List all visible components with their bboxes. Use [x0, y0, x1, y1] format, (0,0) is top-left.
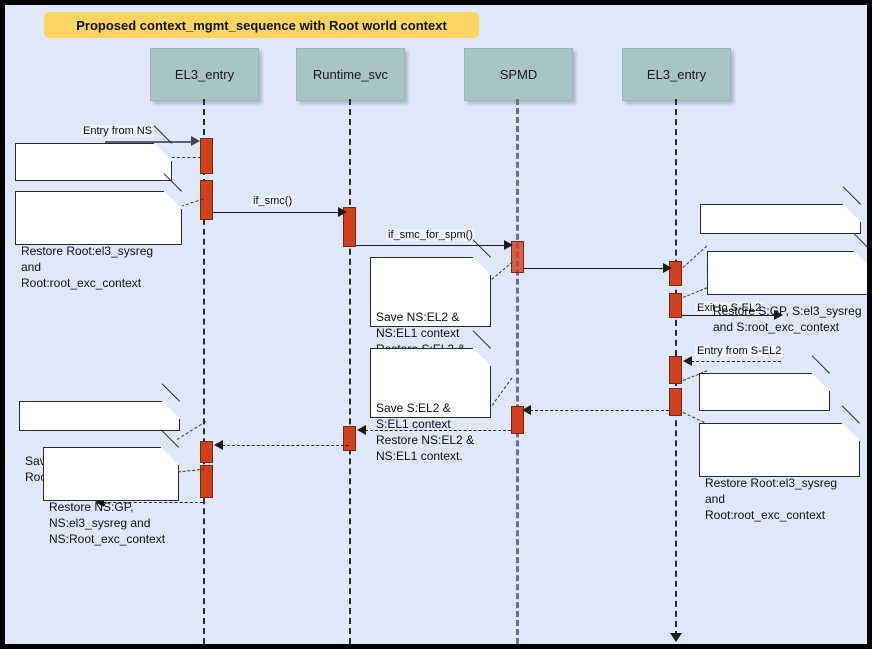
message-if-smc-for-spm-arrow-icon	[504, 240, 513, 250]
message-exit-to-sel2-line	[682, 315, 777, 316]
note-save-root-exc-context-left: Save Root:root_exc_context	[19, 383, 180, 484]
note-fold-line-icon	[472, 239, 491, 258]
note-save-s-gp: Save S:GP and S:root_exc_context	[699, 355, 830, 456]
activation-spmd-2	[511, 406, 524, 434]
note-text: Save S:EL2 & S:EL1 context Restore NS:EL…	[376, 401, 475, 463]
message-spmd-to-el3-line	[524, 268, 667, 269]
message-label-entry-from-sel2: Entry from S-EL2	[695, 345, 784, 357]
participant-el3-entry-right[interactable]: EL3_entry	[622, 48, 731, 101]
note-fold-line-icon	[841, 405, 860, 424]
lifeline-end-arrow-icon	[670, 633, 682, 642]
activation-el3-left-3	[200, 441, 213, 463]
note-fold-icon	[154, 143, 172, 161]
note-fold-line-icon	[842, 186, 861, 205]
note-connector-1	[161, 157, 201, 158]
message-el3-to-spmd-return-arrow-icon	[522, 405, 531, 415]
message-label-exit-to-sel2: Exit to S-EL2	[695, 302, 764, 314]
note-connector-5	[682, 287, 708, 298]
note-fold-icon	[164, 191, 182, 209]
note-restore-root-el3-sysreg-bottom: Restore Root:el3_sysreg and Root:root_ex…	[699, 405, 860, 522]
note-fold-icon	[854, 251, 867, 269]
message-if-smc-arrow-icon	[338, 207, 347, 217]
message-exit-to-sel2-arrow-icon	[774, 310, 783, 320]
note-text: Restore S:GP, S:el3_sysreg and S:root_ex…	[713, 304, 862, 334]
note-fold-line-icon	[811, 355, 830, 374]
note-text: Restore Root:el3_sysreg and Root:root_ex…	[705, 476, 838, 522]
note-restore-s-gp: Restore S:GP, S:el3_sysreg and S:root_ex…	[707, 233, 867, 334]
note-fold-line-icon	[472, 330, 491, 349]
participant-spmd[interactable]: SPMD	[464, 48, 573, 101]
participant-el3-entry-left[interactable]: EL3_entry	[150, 48, 259, 101]
activation-runtime-svc-1	[343, 207, 356, 247]
note-text: Restore Root:el3_sysreg and Root:root_ex…	[21, 244, 154, 290]
note-fold-icon	[473, 348, 491, 366]
message-if-smc-for-spm-line	[356, 245, 507, 246]
note-fold-icon	[842, 423, 860, 441]
note-fold-icon	[843, 204, 861, 222]
activation-el3-right-3	[669, 356, 682, 384]
message-runtime-to-el3-return-line	[222, 445, 349, 446]
message-entry-from-sel2-arrow-icon	[683, 356, 692, 366]
note-text: Restore NS:GP, NS:el3_sysreg and NS:Root…	[49, 500, 166, 546]
note-save-ns-gp: Save NS:GP and NS:Root_exc_context	[15, 125, 172, 226]
note-fold-icon	[812, 373, 830, 391]
message-entry-from-ns-arrow-icon	[191, 136, 200, 146]
lifeline-spmd	[516, 99, 519, 644]
message-if-smc-line	[213, 212, 341, 213]
lifeline-el3-entry-left	[203, 99, 205, 644]
note-fold-icon	[162, 401, 180, 419]
message-entry-from-sel2-line	[691, 361, 781, 362]
message-spmd-to-el3-arrow-icon	[663, 263, 672, 273]
activation-el3-left-4	[200, 465, 213, 498]
activation-el3-right-1	[669, 261, 682, 286]
activation-el3-left-1	[200, 138, 213, 174]
sequence-diagram-canvas: Proposed context_mgmt_sequence with Root…	[5, 5, 867, 644]
note-fold-line-icon	[163, 173, 182, 192]
lifeline-runtime-svc	[349, 99, 351, 644]
participant-runtime-svc[interactable]: Runtime_svc	[296, 48, 405, 101]
message-label-if-smc-for-spm: if_smc_for_spm()	[386, 229, 475, 241]
message-spmd-to-runtime-return-arrow-icon	[357, 425, 366, 435]
activation-el3-right-4	[669, 388, 682, 416]
activation-spmd-1	[511, 241, 524, 273]
note-connector-9	[176, 421, 207, 440]
note-connector-4	[682, 245, 708, 268]
note-restore-ns-gp: Restore NS:GP, NS:el3_sysreg and NS:Root…	[43, 429, 179, 546]
message-label-entry-from-ns: Entry from NS	[81, 125, 155, 137]
note-save-s-el2-restore-ns-el2: Save S:EL2 & S:EL1 context Restore NS:EL…	[370, 330, 491, 463]
message-el3-to-spmd-return-line	[530, 410, 669, 411]
note-connector-6	[491, 377, 513, 406]
activation-el3-right-2	[669, 293, 682, 318]
message-el3-exit-return-arrow-icon	[95, 497, 104, 507]
note-fold-icon	[473, 257, 491, 275]
diagram-title-banner: Proposed context_mgmt_sequence with Root…	[44, 12, 479, 38]
message-spmd-to-runtime-return-line	[365, 430, 511, 431]
note-fold-icon	[161, 447, 179, 465]
note-fold-line-icon	[161, 383, 180, 402]
note-save-root-exc-context-right: Save Root:root_exc_context	[700, 186, 861, 287]
note-fold-line-icon	[853, 233, 867, 252]
note-save-ns-el2-restore-s-el2: Save NS:EL2 & NS:EL1 context Restore S:E…	[370, 239, 491, 372]
activation-runtime-svc-2	[343, 426, 356, 451]
note-restore-root-el3-sysreg-top: Restore Root:el3_sysreg and Root:root_ex…	[15, 173, 182, 290]
message-runtime-to-el3-return-arrow-icon	[214, 440, 223, 450]
note-connector-3	[487, 261, 513, 283]
message-label-if-smc: if_smc()	[251, 195, 295, 207]
message-entry-from-ns-line	[105, 141, 193, 143]
message-el3-exit-return-line	[103, 502, 203, 503]
activation-el3-left-2	[200, 180, 213, 220]
